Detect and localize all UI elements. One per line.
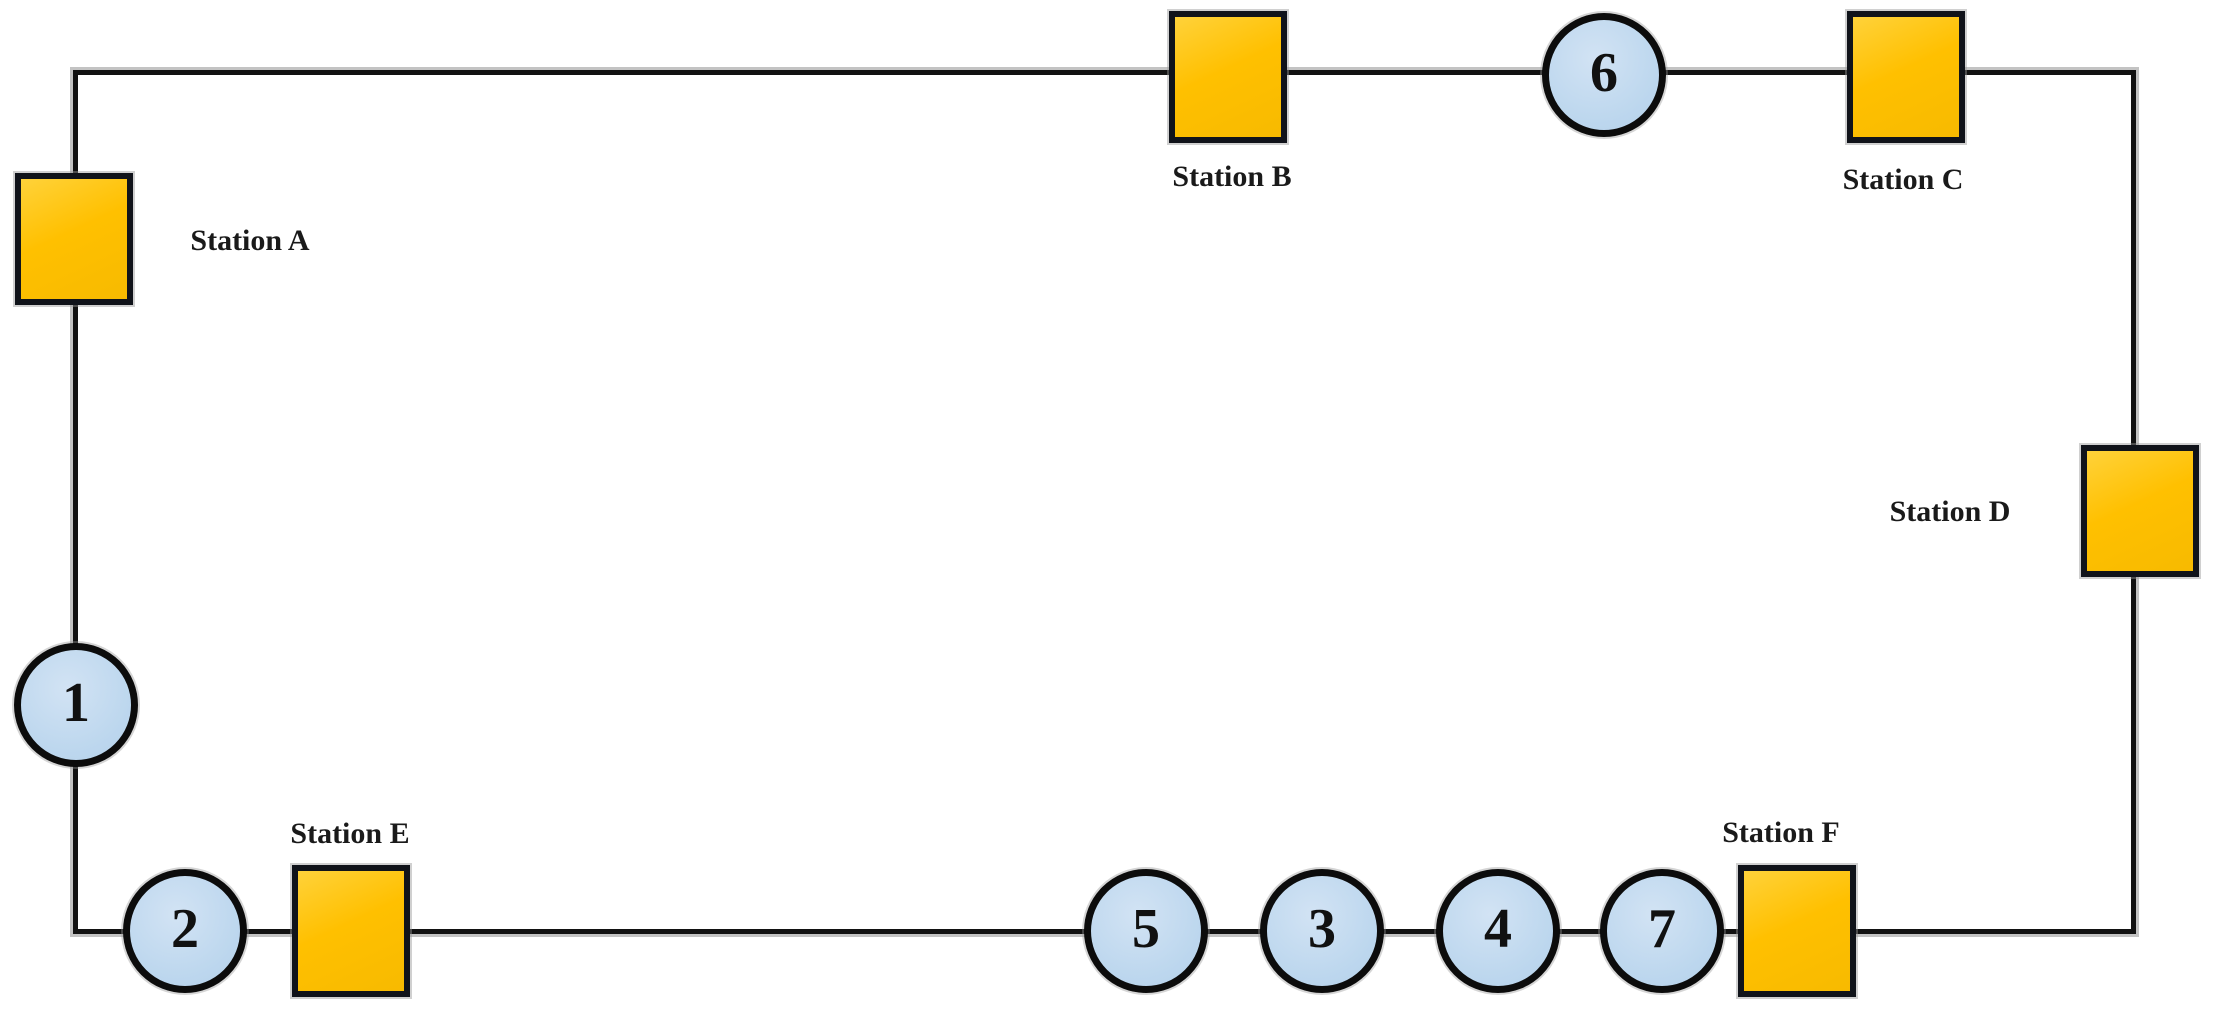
node-1-circle: 1 — [14, 643, 138, 767]
node-2-number: 2 — [171, 898, 199, 960]
station-c-marker — [1847, 11, 1965, 143]
node-6-number: 6 — [1590, 42, 1618, 104]
station-c-label: Station C — [1842, 163, 1964, 196]
node-4-circle: 4 — [1436, 869, 1560, 993]
node-3-number: 3 — [1308, 898, 1336, 960]
station-e-label: Station E — [290, 817, 410, 850]
node-7-number: 7 — [1648, 898, 1676, 960]
station-b-marker — [1169, 11, 1287, 143]
station-f-marker — [1738, 865, 1856, 997]
node-3-circle: 3 — [1260, 869, 1384, 993]
node-4-number: 4 — [1484, 898, 1512, 960]
node-7-circle: 7 — [1600, 869, 1724, 993]
node-1-number: 1 — [62, 672, 90, 734]
station-e-marker — [292, 865, 410, 997]
station-a-marker — [15, 173, 133, 305]
node-6-circle: 6 — [1542, 13, 1666, 137]
station-d-label: Station D — [1889, 495, 2011, 528]
station-b-label: Station B — [1172, 160, 1292, 193]
station-a-label: Station A — [190, 224, 310, 257]
node-5-circle: 5 — [1084, 869, 1208, 993]
station-d-marker — [2081, 445, 2199, 577]
node-2-circle: 2 — [123, 869, 247, 993]
node-5-number: 5 — [1132, 898, 1160, 960]
loop-track-line — [73, 70, 2136, 934]
station-f-label: Station F — [1722, 816, 1840, 849]
